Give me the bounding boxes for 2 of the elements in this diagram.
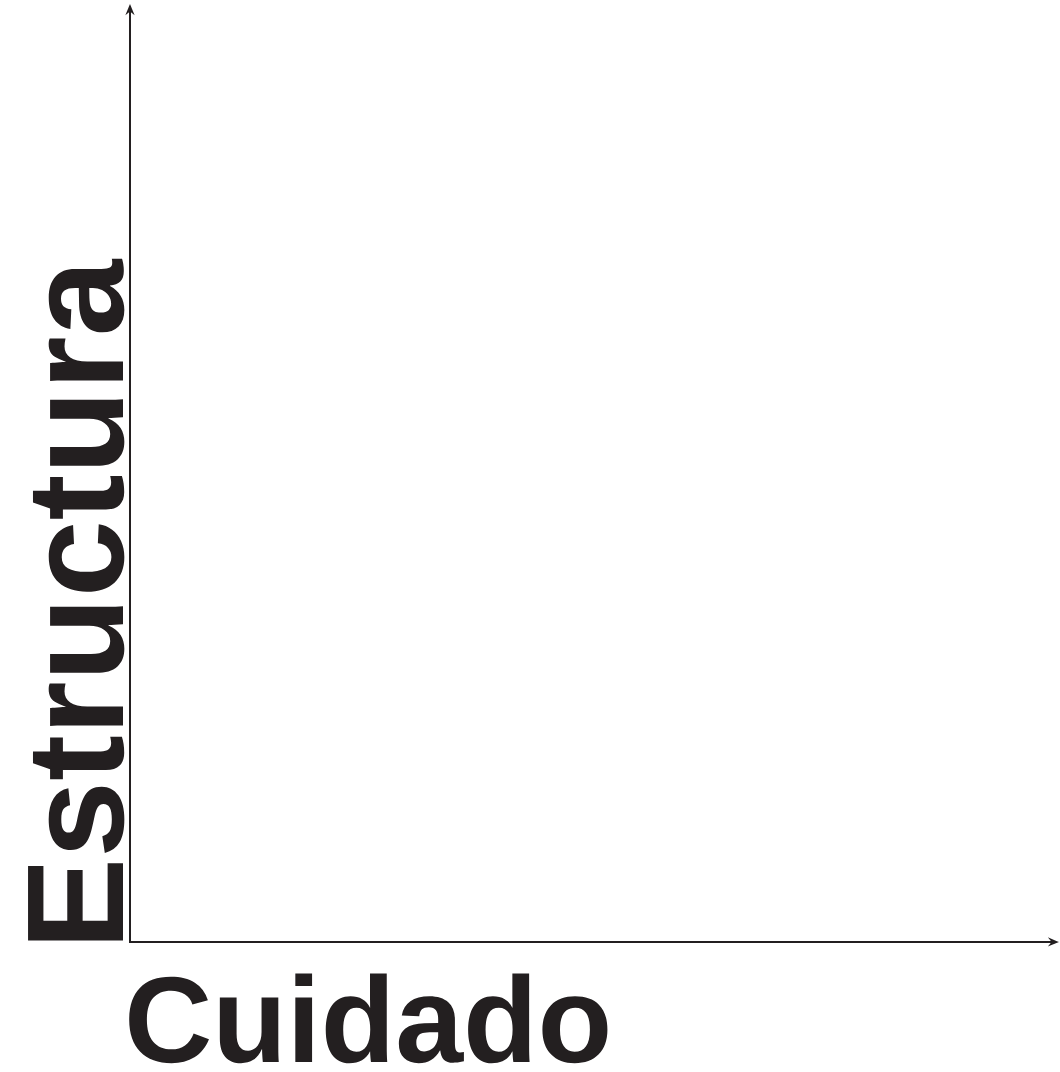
axis-label: Estructura [28, 258, 125, 941]
axis-label: Cuidado [129, 973, 608, 1064]
